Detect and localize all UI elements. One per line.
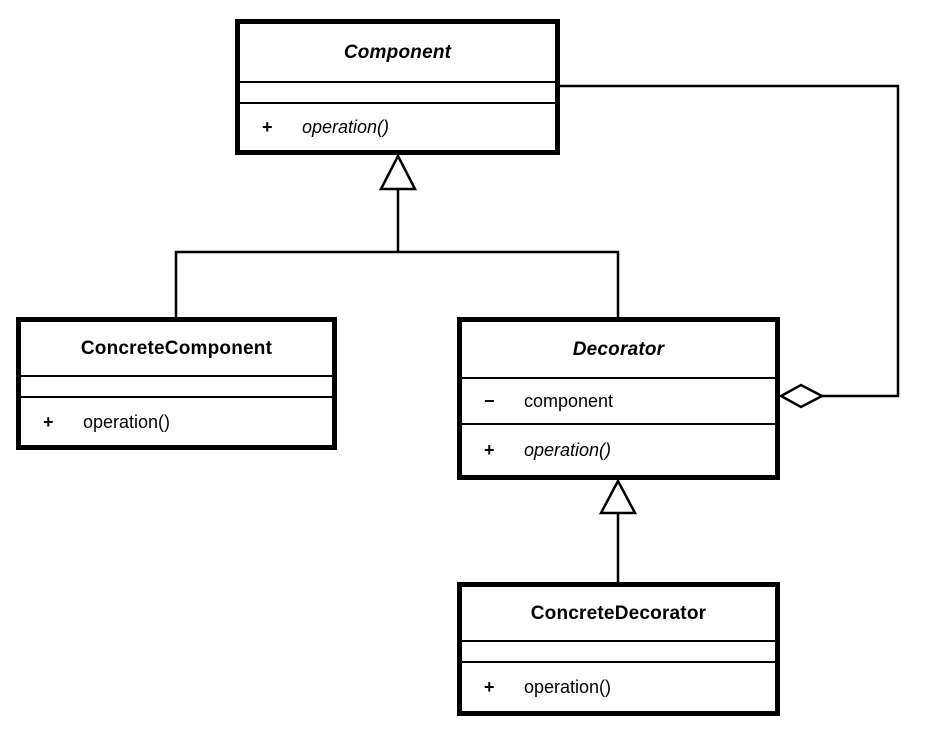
compartment-divider xyxy=(462,661,775,663)
attributes-compartment xyxy=(240,83,555,102)
inheritance-triangle-icon xyxy=(598,478,638,515)
operation-signature: operation() xyxy=(83,411,171,432)
attribute-row: − component xyxy=(462,392,775,410)
visibility-symbol: + xyxy=(262,117,273,137)
operation-signature: operation() xyxy=(524,440,612,460)
class-concrete-component: ConcreteComponent + operation() xyxy=(16,317,337,450)
visibility-symbol: − xyxy=(484,391,495,411)
attributes-compartment xyxy=(462,642,775,661)
class-concrete-decorator: ConcreteDecorator + operation() xyxy=(457,582,780,716)
operation-row: + operation() xyxy=(462,678,775,696)
operation-row: + operation() xyxy=(21,413,332,431)
class-name: Component xyxy=(343,41,452,63)
attributes-compartment xyxy=(21,377,332,396)
operation-signature: operation() xyxy=(302,117,390,137)
compartment-divider xyxy=(462,423,775,425)
aggregation-diamond-icon xyxy=(778,383,825,409)
class-title: Decorator xyxy=(462,322,775,377)
visibility-symbol: + xyxy=(484,677,495,697)
generalization-connector-to-decorator xyxy=(598,478,638,582)
operation-row: + operation() xyxy=(462,441,775,459)
operations-compartment: + operation() xyxy=(21,398,332,445)
compartment-divider xyxy=(462,377,775,379)
class-name: ConcreteComponent xyxy=(80,337,273,359)
aggregation-connector xyxy=(556,84,900,409)
class-name: ConcreteDecorator xyxy=(530,602,707,624)
class-title: ConcreteDecorator xyxy=(462,587,775,640)
attribute-name: component xyxy=(524,391,614,411)
visibility-symbol: + xyxy=(43,411,54,432)
compartment-divider xyxy=(21,396,332,398)
operation-signature: operation() xyxy=(524,677,612,697)
class-title: ConcreteComponent xyxy=(21,322,332,375)
operations-compartment: + operation() xyxy=(240,104,555,150)
class-component: Component + operation() xyxy=(235,19,560,155)
operation-row: + operation() xyxy=(240,118,555,136)
visibility-symbol: + xyxy=(484,440,495,460)
compartment-divider xyxy=(240,102,555,104)
generalization-connector-to-component xyxy=(174,153,620,317)
compartment-divider xyxy=(462,640,775,642)
compartment-divider xyxy=(21,375,332,377)
attributes-compartment: − component xyxy=(462,379,775,423)
class-name: Decorator xyxy=(572,338,665,360)
operations-compartment: + operation() xyxy=(462,663,775,711)
compartment-divider xyxy=(240,81,555,83)
inheritance-triangle-icon xyxy=(378,153,418,191)
operations-compartment: + operation() xyxy=(462,425,775,475)
class-title: Component xyxy=(240,24,555,81)
class-decorator: Decorator − component + operation() xyxy=(457,317,780,480)
